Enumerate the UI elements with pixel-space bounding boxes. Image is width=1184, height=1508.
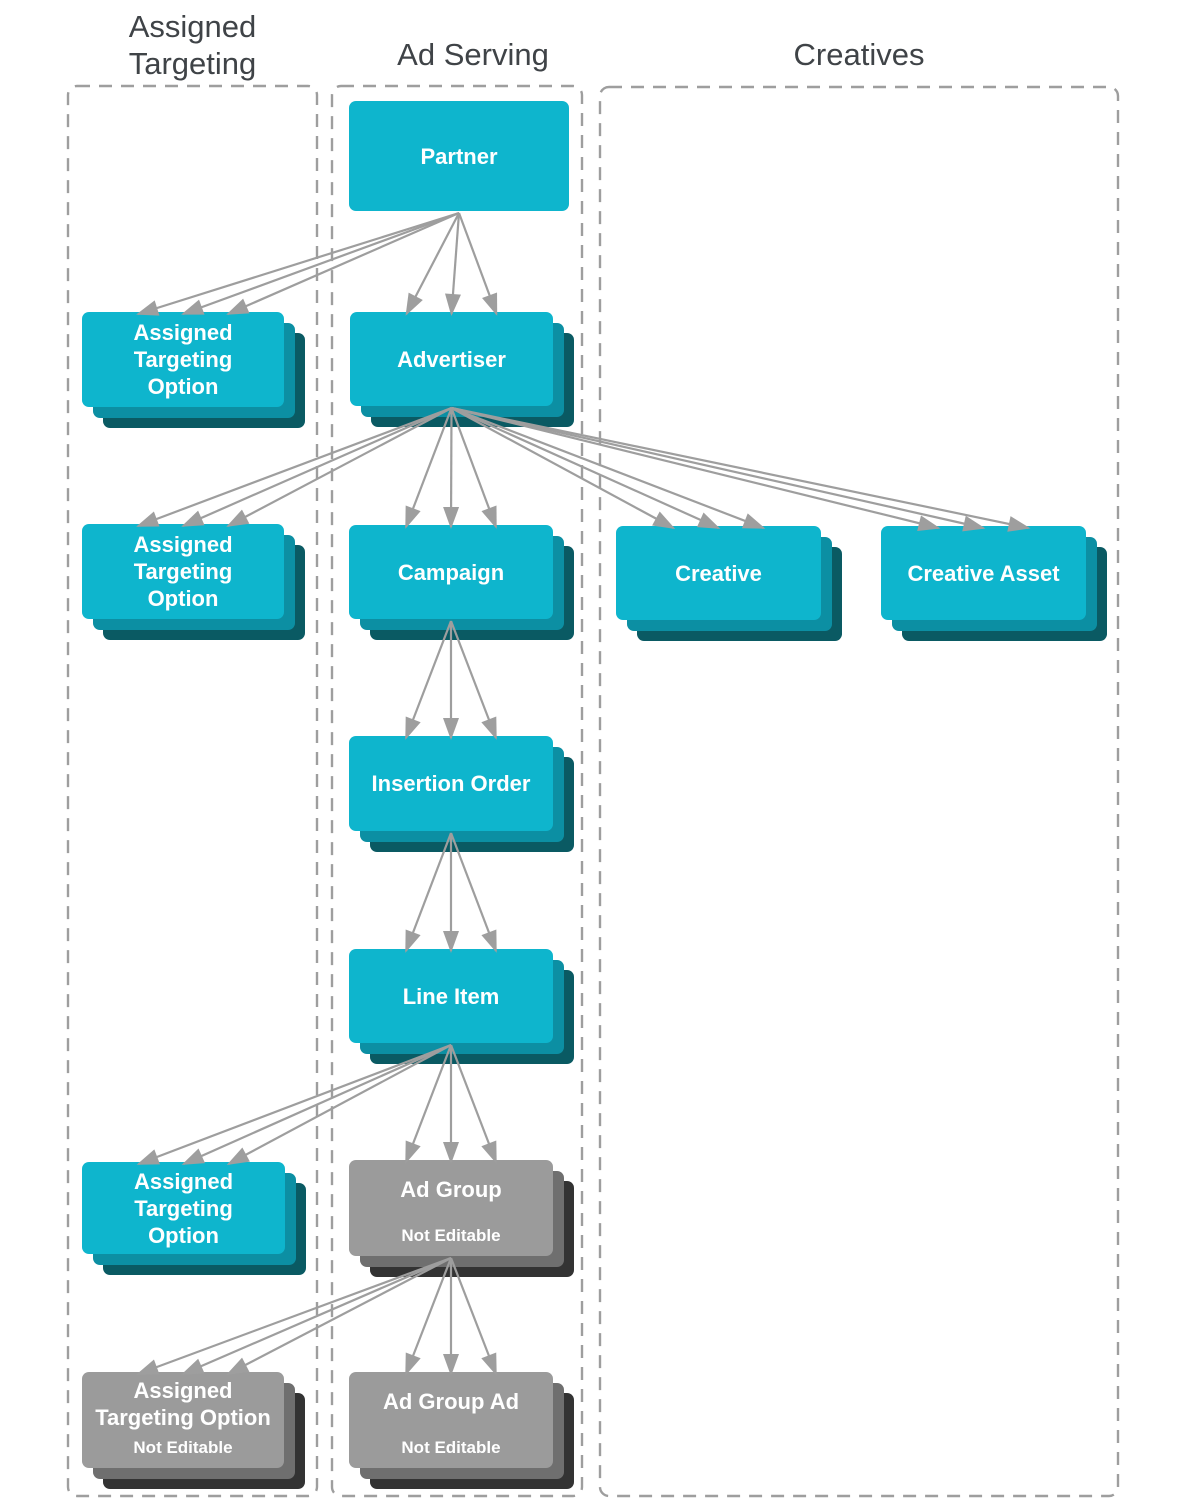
node-label: Assigned Targeting Option [133,532,233,611]
node-assigned-targeting-option-2: Assigned Targeting Option [82,524,284,619]
node-line-item: Line Item [349,949,553,1043]
node-sublabel: Not Editable [401,1226,501,1245]
node-label: Ad Group [400,1177,502,1202]
node-label: Advertiser [397,346,506,372]
node-advertiser: Advertiser [350,312,553,406]
node-label: Partner [420,143,498,169]
node-creative: Creative [616,526,821,620]
node-creative-asset: Creative Asset [881,526,1086,620]
node-insertion-order: Insertion Order [349,736,553,831]
column-header-ad-serving: Ad Serving [397,37,549,72]
node-label: Ad Group Ad [382,1389,520,1414]
node-label: Assigned Targeting Option [95,1378,271,1430]
node-sublabel: Not Editable [401,1438,501,1457]
node-label: Assigned Targeting Option [133,320,233,399]
node-label: Creative Asset [907,560,1060,586]
node-label: Creative [675,560,762,586]
node-label: Campaign [397,559,505,585]
node-label: Insertion Order [371,771,531,796]
node-campaign: Campaign [349,525,553,619]
node-ad-group-ad: Ad Group Ad Not Editable [349,1372,553,1468]
node-sublabel: Not Editable [133,1438,233,1457]
column-header-creatives: Creatives [793,37,925,72]
node-assigned-targeting-option-3: Assigned Targeting Option [82,1162,285,1254]
node-partner: Partner [349,101,569,211]
node-label: Assigned Targeting Option [133,1168,234,1248]
column-header-assigned-targeting: Assigned Targeting [128,9,257,81]
node-assigned-targeting-option-1: Assigned Targeting Option [82,312,284,407]
node-label: Line Item [402,983,500,1009]
